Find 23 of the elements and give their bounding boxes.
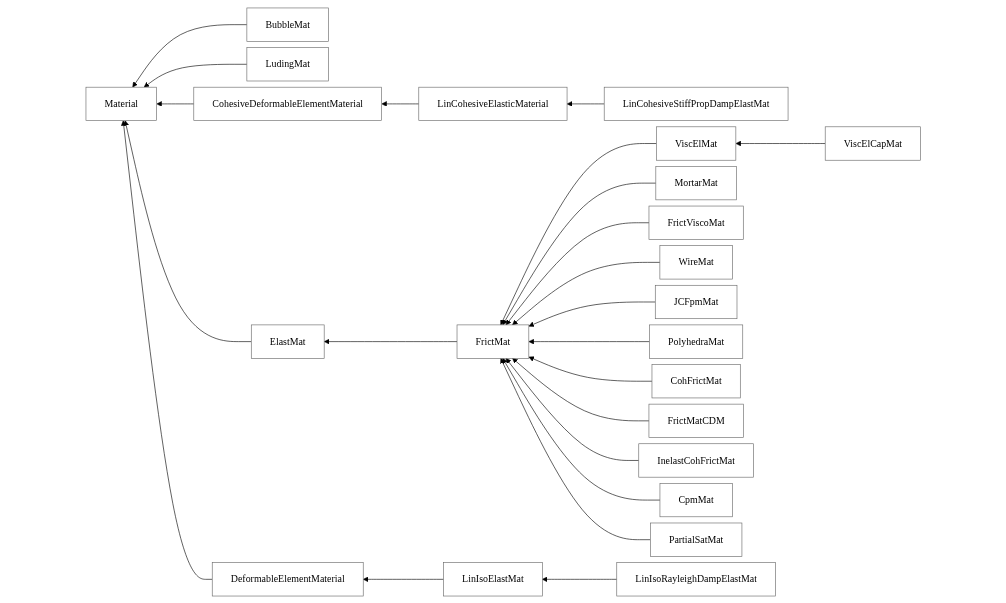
node-box: JCFpmMat xyxy=(654,284,737,319)
node-box: InelastCohFrictMat xyxy=(638,442,754,477)
node-box: FrictMat xyxy=(456,324,529,359)
node-box: LinIsoElastMat xyxy=(442,561,543,596)
node-box: FrictMatCDM xyxy=(648,403,744,438)
node-box: ElastMat xyxy=(250,324,325,359)
node-box: PartialSatMat xyxy=(649,522,742,557)
node-box: DeformableElementMaterial xyxy=(211,561,364,596)
node-box: ViscElCapMat xyxy=(824,126,921,161)
node-box: LinCohesiveElasticMaterial xyxy=(418,86,568,121)
node-box: PolyhedraMat xyxy=(648,324,743,359)
node-box: CohFrictMat xyxy=(651,363,741,398)
node-box: CpmMat xyxy=(659,482,733,517)
node-box: FrictViscoMat xyxy=(648,205,744,240)
node-box: BubbleMat xyxy=(246,7,329,42)
node-box: MortarMat xyxy=(655,165,737,200)
node-box: Material xyxy=(85,86,157,121)
node-box: LudingMat xyxy=(246,46,329,81)
node-box: CohesiveDeformableElementMaterial xyxy=(193,86,382,121)
node-box: LinCohesiveStiffPropDampElastMat xyxy=(603,86,789,121)
node-box: ViscElMat xyxy=(655,126,736,161)
node-box: WireMat xyxy=(659,244,733,279)
node-box: LinIsoRayleighDampElastMat xyxy=(616,561,776,596)
